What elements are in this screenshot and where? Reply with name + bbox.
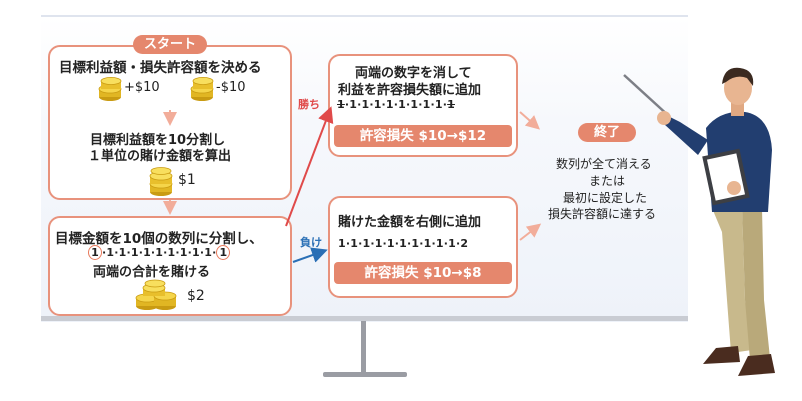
arrow-win-to-end <box>519 111 540 130</box>
lose-sequence: 1·1·1·1·1·1·1·1·1·1·2 <box>338 237 469 250</box>
split-sequence: 1·1·1·1·1·1·1·1·1·1·1 <box>88 245 231 260</box>
arrow-lose-to-end <box>519 223 542 241</box>
sequence-middle: ·1·1·1·1·1·1·1·1·1· <box>102 246 217 259</box>
sequence-end-marker: 1 <box>88 245 102 260</box>
whiteboard-stand-base <box>323 372 407 377</box>
target-profit-value: +$10 <box>124 80 160 95</box>
unit-bet-value: $1 <box>178 172 196 188</box>
win-tolerance-badge: 許容損失 $10→$12 <box>334 125 512 147</box>
coin-stack-icon <box>190 77 214 101</box>
end-label: 終了 <box>578 123 636 142</box>
coin-pile-icon <box>135 279 177 310</box>
end-line2: または <box>589 174 626 188</box>
crossed-out-number: 1 <box>447 98 455 111</box>
coin-stack-icon <box>149 167 173 196</box>
start-label: スタート <box>133 35 207 54</box>
split-line1: 目標金額を10個の数列に分割し、 <box>55 231 263 247</box>
win-branch-label: 勝ち <box>298 98 320 111</box>
win-sequence: 1·1·1·1·1·1·1·1·1·1 <box>337 98 455 111</box>
loss-tolerance-value: -$10 <box>216 80 246 95</box>
start-line3: １単位の賭け金額を算出 <box>88 149 232 164</box>
lose-line1: 賭けた金額を右側に追加 <box>338 215 482 230</box>
bet-amount-value: $2 <box>187 288 205 304</box>
lose-arrow <box>292 247 328 263</box>
lose-tolerance-badge: 許容損失 $10→$8 <box>334 262 512 284</box>
end-line4: 損失許容額に達する <box>548 207 657 221</box>
lose-branch-label: 負け <box>300 236 322 249</box>
sequence-end-marker: 1 <box>216 245 231 260</box>
crossed-out-number: 1 <box>337 98 345 111</box>
win-arrow <box>285 106 334 227</box>
win-line2: 利益を許容損失額に追加 <box>338 83 482 98</box>
start-line1: 目標利益額・損失許容額を決める <box>59 60 262 76</box>
whiteboard-edge <box>41 316 688 321</box>
coin-stack-icon <box>98 77 122 101</box>
end-line1: 数列が全て消える <box>556 157 652 171</box>
start-line2: 目標利益額を10分割し <box>90 133 226 148</box>
sequence-middle: ·1·1·1·1·1·1·1·1· <box>344 98 448 111</box>
end-line3: 最初に設定した <box>563 191 648 205</box>
whiteboard-stand-pole <box>361 321 366 374</box>
win-line1: 両端の数字を消して <box>355 66 472 81</box>
split-line2: 両端の合計を賭ける <box>93 265 211 280</box>
